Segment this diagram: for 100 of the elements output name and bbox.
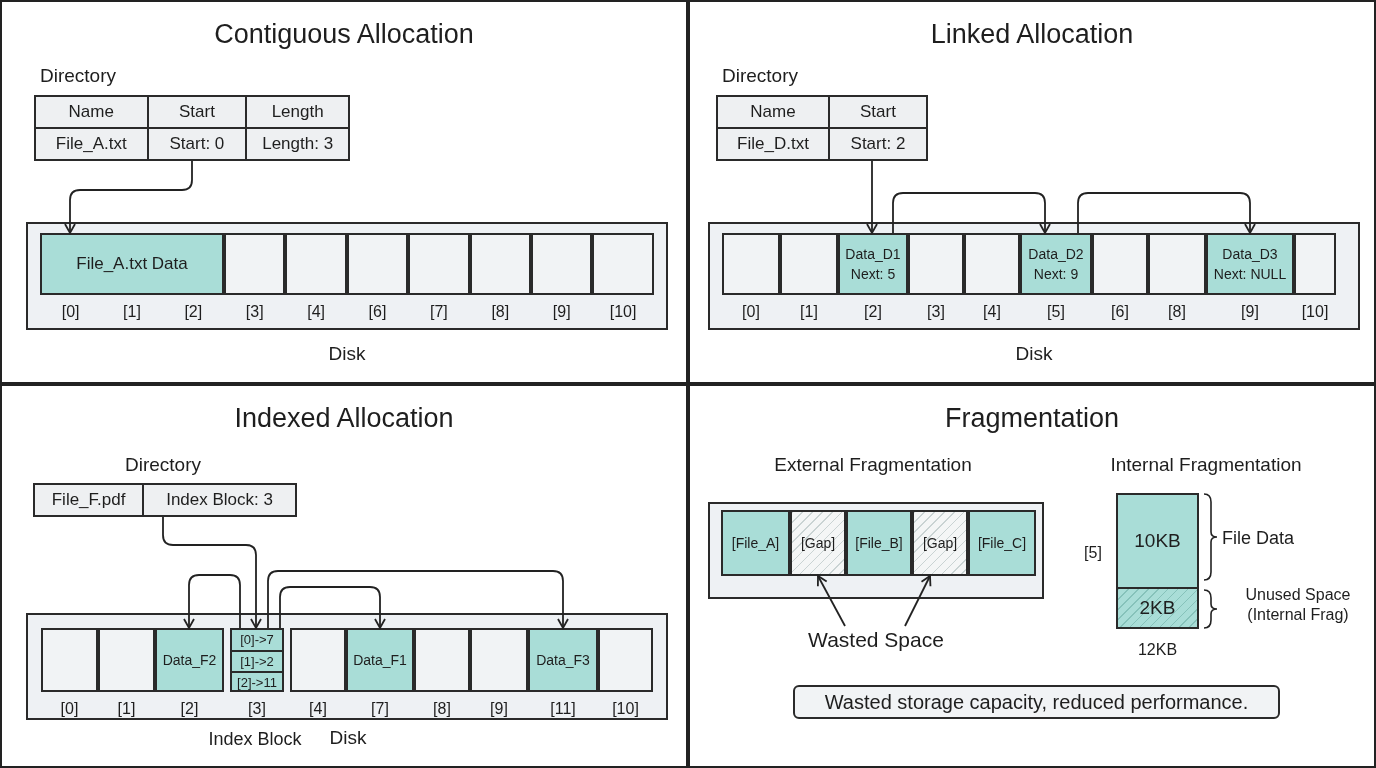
block-index: [4] [983,302,1001,322]
arrow [267,570,569,629]
arrow [183,574,241,629]
disk-caption: Disk [1015,342,1053,366]
panel-title: Fragmentation [944,402,1120,435]
block-index: [1] [117,699,136,718]
file-block: [File_C] [968,510,1036,576]
arrow [866,160,878,234]
empty-block [41,628,98,692]
diagram-panel [688,384,1376,768]
panel-title: Linked Allocation [930,18,1134,51]
directory-table [34,95,350,161]
arrow [162,516,262,629]
used-portion: 10KB [1118,495,1197,587]
block-label: Data_D3 [1222,245,1278,264]
block-index: [1] [123,302,141,322]
arrow [892,192,1051,234]
callout-label: Wasted Space [800,626,952,654]
empty-block [470,628,528,692]
block-index: [0] [742,302,760,322]
empty-block [290,628,346,692]
index-block [230,628,284,692]
disk-frame [708,222,1360,330]
file-block: [File_B] [846,510,912,576]
empty-block [780,233,838,295]
block-index: [8] [491,302,510,322]
table-cell: File_D.txt [718,129,828,159]
block-index: [8] [1168,302,1186,322]
file-block: [File_A] [721,510,790,576]
block-index: [2] [184,302,203,322]
arrow [64,160,193,234]
directory-table [33,483,297,517]
table-heading: Directory [125,453,201,477]
block-index: [3] [927,302,945,322]
empty-block [1294,233,1336,295]
table-cell: Start: 2 [829,129,926,159]
data-block: Data_F1 [346,628,414,692]
index-entry: [2]->11 [236,674,278,692]
block-index: [9] [490,699,508,718]
disk-frame [26,613,668,720]
data-block [838,233,908,295]
block-index: [5] [1047,302,1065,322]
data-block: Data_F3 [528,628,598,692]
summary-note: Wasted storage capacity, reduced performance. [793,685,1280,719]
block-label: Next: 5 [850,265,896,284]
gap-block: [Gap] [790,510,846,576]
block-index: [4] [307,302,325,322]
table-cell: Length [247,97,348,127]
table-cell: Name [718,97,828,127]
diagram-panel [0,0,688,384]
block-label: Next: 9 [1033,265,1079,284]
arrow [1077,192,1256,234]
block-index: [9] [1241,302,1259,322]
block-index: [6] [368,302,387,322]
disk-caption: Disk [328,342,366,366]
index-entry: [1]->2 [232,651,282,673]
block-index: [6] [1111,302,1129,322]
directory-table [716,95,928,161]
block-index: [11] [550,699,576,718]
block-index: [0] [61,302,80,322]
table-heading: Directory [722,64,798,88]
block-index: [7] [430,302,448,322]
index-entry: [0]->7 [232,630,282,652]
brace-label: File Data [1222,527,1295,550]
block-index: [0] [60,699,79,718]
empty-block [722,233,780,295]
block-index: [10] [609,302,637,322]
empty-block [908,233,964,295]
data-block [1206,233,1294,295]
table-cell: File_A.txt [36,129,147,159]
disk-frame [26,222,668,330]
table-cell: Start: 0 [148,129,246,159]
empty-block [598,628,653,692]
disk-caption: Disk [329,726,367,750]
table-cell: Length: 3 [247,129,348,159]
arrow [279,586,386,629]
table-cell: Start [148,97,246,127]
data-block: Data_F2 [155,628,224,692]
block-index: [8] [433,699,451,718]
block-label: Data_D2 [1028,245,1084,264]
panel-title: Contiguous Allocation [214,18,474,51]
disk-strip [708,502,1044,599]
block-index: [2] [180,699,199,718]
table-heading: Directory [40,64,116,88]
table-cell: File_F.pdf [35,485,143,515]
block-index: [4] [309,699,327,718]
block-index: [3] [248,699,266,718]
empty-block [1092,233,1148,295]
block-label: Data_D1 [845,245,901,264]
block-label: Next: NULL [1213,265,1287,284]
brace-label: Unused Space (Internal Frag) [1244,585,1352,625]
arrow [904,575,932,627]
arrow [817,575,846,627]
unused-portion: 2KB [1118,587,1197,627]
block-index: [7] [371,699,389,718]
block-index: [5] [1084,543,1102,563]
block-index: [10] [1301,302,1329,322]
block-index: [9] [552,302,571,322]
table-cell: Index Block: 3 [144,485,295,515]
empty-block [98,628,155,692]
